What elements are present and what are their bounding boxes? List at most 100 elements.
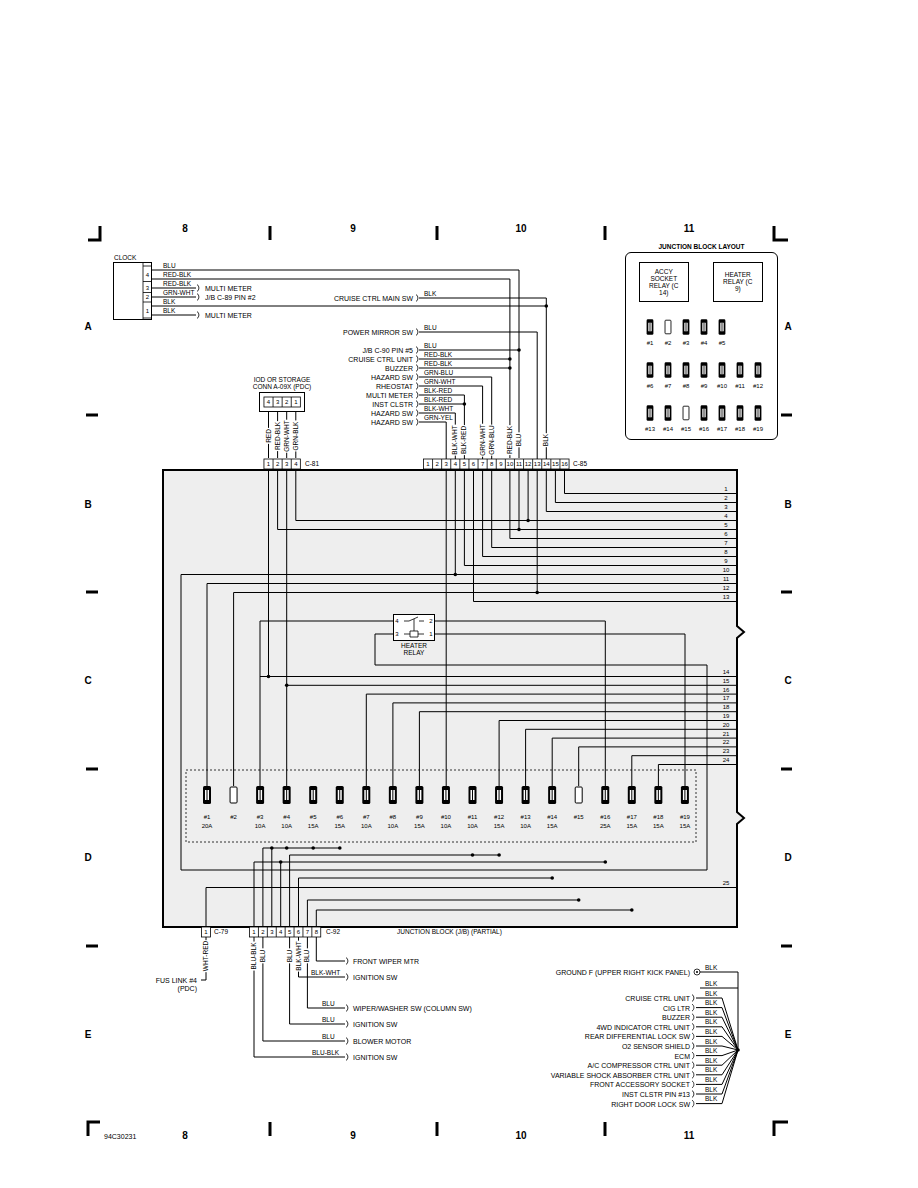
fuse-symbol [719, 319, 726, 334]
wire-color: BLU [304, 949, 311, 964]
fuse-symbol [469, 786, 477, 804]
grid-letter: B [84, 500, 91, 510]
relay-box: ACCY SOCKET RELAY (C 14) [639, 262, 689, 302]
circuit-number: 21 [723, 731, 730, 737]
grid-number: 8 [182, 224, 188, 234]
wire-color: BLK [705, 980, 717, 987]
fuse-symbol [701, 405, 708, 420]
wire-color: BLU [424, 324, 437, 331]
pin-number: 4 [294, 461, 297, 467]
pin-number: 10 [507, 461, 514, 467]
pin-number: 1 [204, 929, 207, 935]
pin-number: 2 [285, 399, 288, 405]
circuit-number: 4 [724, 513, 727, 519]
wire-color: BLK-RED [424, 396, 452, 403]
layout-panel: ACCY SOCKET RELAY (C 14)HEATER RELAY (C … [625, 252, 778, 440]
circuit-number: 1 [724, 486, 727, 492]
wire-color: BLK [705, 1029, 717, 1036]
fuse-number: #1 [647, 340, 654, 346]
pin-number: 2 [146, 294, 149, 300]
circuit-number: 6 [724, 531, 727, 537]
circuit-name: IGNITION SW [353, 1021, 397, 1028]
circuit-name: MULTI METER [366, 392, 413, 399]
fuse-number: #11 [468, 814, 478, 820]
box-heading: JUNCTION BLOCK (J/B) (PARTIAL) [397, 928, 502, 935]
wire-color: BLK [705, 1048, 717, 1055]
pin-number: 3 [395, 631, 398, 637]
pin-number: 4 [279, 929, 282, 935]
fuse-symbol [719, 362, 726, 377]
splice-dot [604, 860, 608, 864]
junction-block: HEATER RELAYJUNCTION BLOCK (J/B) (PARTIA… [163, 458, 738, 927]
connector-id: C-79 [214, 929, 228, 936]
grid-number: 10 [515, 1131, 526, 1141]
wire-color: BLK-WHT [311, 969, 340, 976]
pin-number: 4 [454, 461, 457, 467]
wire [152, 270, 519, 458]
pin-number: 2 [435, 461, 438, 467]
fuse-symbol [442, 786, 450, 804]
fuse-symbol [230, 787, 237, 803]
fuse-symbol [647, 405, 654, 420]
wire-color: BLK [163, 298, 175, 305]
pin-number: 14 [543, 461, 550, 467]
relay-body [393, 614, 435, 641]
circuit-name: POWER MIRROR SW [343, 329, 413, 336]
fuse-number: #17 [627, 814, 637, 820]
fuse-rating: 10A [520, 823, 531, 829]
wire-color: BLU-BLK [251, 941, 258, 970]
wire-color: BLU [260, 949, 267, 964]
pin-number: 2 [429, 618, 432, 624]
fuse-rating: 15A [308, 823, 319, 829]
splice-dot [454, 573, 458, 577]
fuse-number: #17 [717, 426, 727, 432]
circuit-name: CIG LTR [663, 1004, 690, 1011]
fuse-number: #16 [699, 426, 709, 432]
wire-color: BLK-WHT [452, 424, 459, 455]
circuit-number: 20 [723, 722, 730, 728]
relay-label: ACCY SOCKET RELAY (C 14) [649, 268, 679, 297]
splice-dot [545, 304, 549, 308]
fuse-number: #18 [735, 426, 745, 432]
wire-color: BLK [163, 307, 175, 314]
fuse-number: #16 [600, 814, 610, 820]
grid-letter: B [784, 500, 791, 510]
circuit-name: BUZZER [385, 365, 413, 372]
circuit-number: 3 [724, 504, 727, 510]
grid-letter: E [785, 1030, 792, 1040]
fuse-symbol [737, 362, 744, 377]
pin-number: 5 [463, 461, 466, 467]
wire-color: RED-BLK [163, 271, 191, 278]
circuit-name: J/B C-89 PIN #2 [205, 294, 256, 301]
wire-color: GRN-BLU [488, 424, 495, 455]
wire-color: BLK [705, 1019, 717, 1026]
fuse-number: #8 [683, 383, 690, 389]
pin-number: 7 [481, 461, 484, 467]
splice-dot [285, 684, 289, 688]
circuit-name: VARIABLE SHOCK ABSORBER CTRL UNIT [551, 1071, 690, 1078]
fuse-number: #2 [230, 814, 237, 820]
circuit-number: 17 [723, 695, 730, 701]
fuse-symbol [701, 362, 708, 377]
fuse-row [203, 786, 689, 804]
grid-number: 10 [515, 224, 526, 234]
circuit-name: HAZARD SW [371, 410, 413, 417]
fuse-number: #6 [336, 814, 343, 820]
relay-box: HEATER RELAY [393, 614, 435, 641]
fuse-number: #5 [719, 340, 726, 346]
fuse-symbol [362, 786, 370, 804]
fuse-symbol [309, 786, 317, 804]
wire-color: BLU [163, 262, 176, 269]
fuse-symbol [681, 786, 689, 804]
grid-letter: C [784, 676, 791, 686]
splice-dot [285, 846, 289, 850]
grid-letter: A [84, 322, 91, 332]
circuit-number: 10 [723, 567, 730, 573]
circuit-name: IGNITION SW [353, 974, 397, 981]
wire-color: BLU-BLK [312, 1049, 339, 1056]
grid-number: 11 [684, 224, 695, 234]
circuit-number: 8 [724, 549, 727, 555]
circuit-name: REAR DIFFERENTIAL LOCK SW [585, 1033, 690, 1040]
ground-symbol [696, 971, 698, 973]
fuse-number: #8 [390, 814, 397, 820]
